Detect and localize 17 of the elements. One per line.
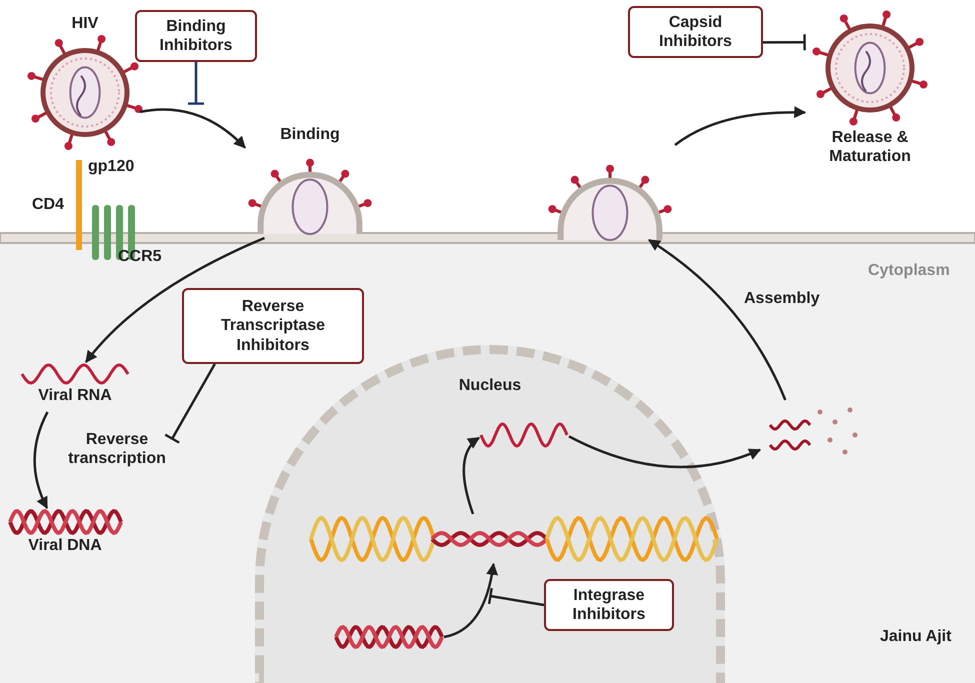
author-credit: Jainu Ajit [880, 628, 952, 646]
node-label: Reverse Transcriptase Inhibitors [220, 297, 326, 355]
node-label: Nucleus [458, 376, 522, 396]
node-label: Viral RNA [38, 386, 112, 406]
node-label: Binding [280, 125, 340, 144]
node-label: Binding Inhibitors [158, 16, 234, 56]
node-label: Integrase Inhibitors [572, 586, 646, 624]
node-label: Capsid Inhibitors [658, 12, 733, 52]
node-label: Viral DNA [28, 536, 102, 556]
node-label: Release & Maturation [828, 128, 912, 166]
part-label: gp120 [88, 158, 134, 176]
edge-label: Assembly [742, 290, 822, 308]
node-label: HIV [72, 14, 98, 34]
node-label: Reverse transcription [67, 430, 167, 468]
part-label: CD4 [32, 196, 64, 214]
part-label: CCR5 [118, 248, 162, 266]
region-label: Cytoplasm [868, 262, 950, 280]
